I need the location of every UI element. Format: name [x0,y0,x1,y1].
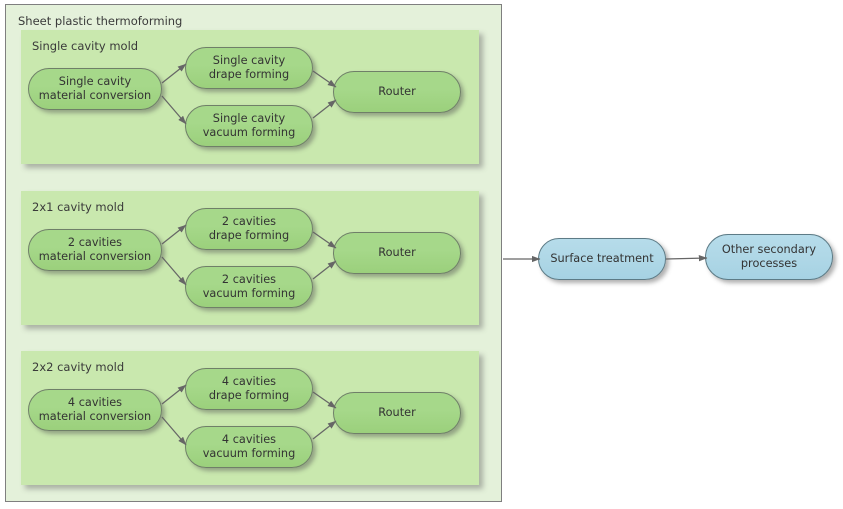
edge-surface-treatment-to-other-processes [665,255,708,262]
node-label-line1: 4 cavities [67,396,123,409]
group-title-single-cavity-mold: Single cavity mold [32,39,139,53]
node-label-line1: Single cavity [212,112,286,125]
node-4-cavities-material-conversion[interactable]: 4 cavities material conversion [28,389,162,431]
node-label-line2: processes [740,257,798,270]
node-2-cavities-drape-forming[interactable]: 2 cavities drape forming [185,208,313,250]
node-label: Router [378,406,416,419]
node-label-line2: drape forming [208,68,290,81]
group-title-2x1-cavity-mold: 2x1 cavity mold [32,200,125,214]
node-label-line2: material conversion [38,250,152,263]
node-single-cavity-drape-forming[interactable]: Single cavity drape forming [185,47,313,89]
node-label-line1: 2 cavities [67,236,123,249]
node-2-cavities-material-conversion[interactable]: 2 cavities material conversion [28,229,162,271]
outer-container-title: Sheet plastic thermoforming [18,14,183,28]
node-4-cavities-vacuum-forming[interactable]: 4 cavities vacuum forming [185,426,313,468]
node-label-line1: 4 cavities [221,433,277,446]
group-title-2x2-cavity-mold: 2x2 cavity mold [32,360,125,374]
node-surface-treatment[interactable]: Surface treatment [538,238,666,280]
node-label: Surface treatment [550,252,654,265]
node-single-cavity-router[interactable]: Router [333,71,461,113]
node-label: Router [378,246,416,259]
node-single-cavity-vacuum-forming[interactable]: Single cavity vacuum forming [185,105,313,147]
node-2-cavities-vacuum-forming[interactable]: 2 cavities vacuum forming [185,266,313,308]
node-label-line1: 4 cavities [221,375,277,388]
node-label-line2: vacuum forming [202,287,296,300]
node-label-line2: material conversion [38,89,152,102]
node-label-line1: 2 cavities [221,273,277,286]
node-label-line2: vacuum forming [202,126,296,139]
node-label-line2: vacuum forming [202,447,296,460]
node-2x1-router[interactable]: Router [333,232,461,274]
node-label-line2: material conversion [38,410,152,423]
node-4-cavities-drape-forming[interactable]: 4 cavities drape forming [185,368,313,410]
node-label: Router [378,85,416,98]
node-label-line2: drape forming [208,229,290,242]
node-label-line1: Other secondary [721,243,817,256]
node-label-line2: drape forming [208,389,290,402]
node-other-secondary-processes[interactable]: Other secondary processes [705,234,833,280]
node-label-line1: 2 cavities [221,215,277,228]
node-label-line1: Single cavity [58,75,132,88]
node-single-cavity-material-conversion[interactable]: Single cavity material conversion [28,68,162,110]
node-label-line1: Single cavity [212,54,286,67]
node-2x2-router[interactable]: Router [333,392,461,434]
